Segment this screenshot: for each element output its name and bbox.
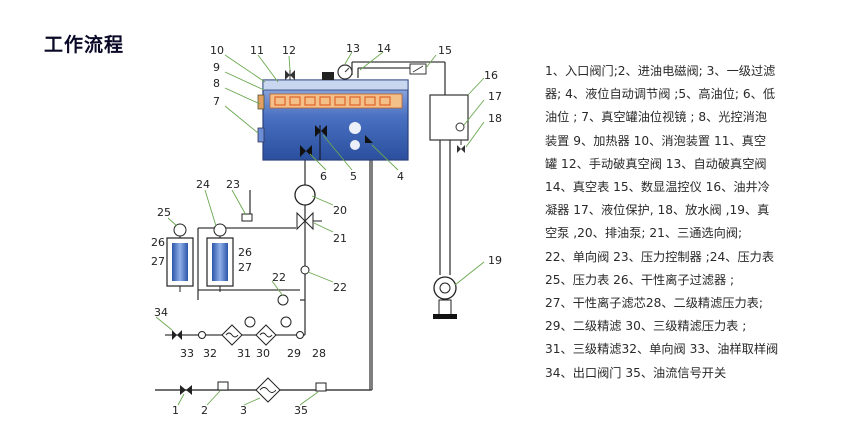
label-28: 28 (312, 347, 326, 360)
legend-line: 29、二级精滤 30、三级精滤压力表 ; (545, 319, 747, 334)
label-6: 6 (320, 170, 327, 183)
page-title: 工作流程 (44, 34, 125, 56)
label-29: 29 (287, 347, 301, 360)
label-35: 35 (294, 404, 308, 417)
label-12: 12 (282, 44, 296, 57)
legend-line: 27、干性离子滤芯28、二级精滤压力表; (545, 296, 763, 311)
label-13: 13 (346, 42, 360, 55)
label-2: 2 (201, 404, 208, 417)
legend-line: 31、三级精滤32、单向阀 33、油样取样阀 (545, 342, 779, 357)
label-32: 32 (203, 347, 217, 360)
component-legend: 1、入口阀门;2、进油电磁阀; 3、一级过滤 器; 4、液位自动调节阀 ;5、高… (545, 60, 805, 385)
condenser (429, 94, 469, 153)
check-valve-icon (198, 331, 206, 339)
sight-glass (257, 94, 265, 110)
label-5: 5 (350, 170, 357, 183)
heater-elements (274, 96, 391, 106)
low-level-valve-icon (300, 145, 312, 157)
inlet-row (180, 377, 327, 403)
label-31: 31 (237, 347, 251, 360)
drain-oil-pump (277, 184, 322, 306)
label-30: 30 (256, 347, 270, 360)
label-10: 10 (210, 44, 224, 57)
legend-line: 14、真空表 15、数显温控仪 16、油井冷 (545, 180, 770, 195)
label-7: 7 (213, 95, 220, 108)
label-22b: 22 (333, 281, 347, 294)
component-number-labels: 10 11 12 13 14 15 9 8 7 16 17 18 6 5 4 2… (151, 42, 502, 417)
label-9: 9 (213, 61, 220, 74)
legend-line: 空泵 ,20、排油泵; 21、三通选向阀; (545, 226, 743, 241)
label-14: 14 (377, 42, 391, 55)
label-17: 17 (488, 90, 502, 103)
label-1: 1 (172, 404, 179, 417)
label-22a: 22 (272, 271, 286, 284)
level-protection-icon (455, 122, 465, 132)
legend-line: 罐 12、手动破真空阀 13、自动破真空阀 (545, 156, 767, 171)
label-26a: 26 (151, 236, 165, 249)
legend-line: 凝器 17、液位保护, 18、放水阀 ,19、真 (545, 203, 770, 218)
fine-filter-row (172, 316, 304, 346)
inlet-valve-icon (180, 385, 192, 395)
label-16: 16 (484, 69, 498, 82)
legend-line: 油位 ; 7、真空罐油位视镜 ; 8、光控消泡 (545, 110, 768, 125)
label-25: 25 (157, 206, 171, 219)
label-21: 21 (333, 232, 347, 245)
tank-top-fittings (285, 63, 427, 80)
high-level-valve-icon (315, 125, 327, 137)
legend-line: 34、出口阀门 35、油流信号开关 (545, 365, 727, 380)
pressure-gauge-icon (244, 316, 256, 328)
label-34: 34 (154, 306, 168, 319)
vacuum-tank (257, 79, 409, 161)
auto-vacuum-break-valve-icon (322, 72, 334, 80)
pressure-controller-icon (241, 213, 253, 222)
label-20: 20 (333, 204, 347, 217)
label-33: 33 (180, 347, 194, 360)
check-valve-icon (277, 294, 289, 306)
label-19: 19 (488, 254, 502, 267)
legend-line: 25、压力表 26、干性离子过滤器 ; (545, 272, 735, 287)
label-27b: 27 (238, 261, 252, 274)
label-23: 23 (226, 178, 240, 191)
label-26b: 26 (238, 246, 252, 259)
label-18: 18 (488, 112, 502, 125)
pressure-gauge-icon (173, 223, 187, 237)
check-valve-icon (300, 265, 310, 275)
pressure-gauge-icon (280, 316, 292, 328)
label-11: 11 (250, 44, 264, 57)
level-regulating-valve-icon (365, 135, 373, 143)
label-27a: 27 (151, 255, 165, 268)
label-3: 3 (240, 404, 247, 417)
sampling-valve-icon (172, 330, 182, 340)
legend-line: 装置 9、加热器 10、消泡装置 11、真空 (545, 133, 767, 148)
legend-line: 器; 4、液位自动调节阀 ;5、高油位; 6、低 (545, 87, 776, 102)
label-8: 8 (213, 77, 220, 90)
label-24: 24 (196, 178, 210, 191)
drain-valve-icon (457, 145, 465, 153)
legend-line: 1、入口阀门;2、进油电磁阀; 3、一级过滤 (545, 64, 776, 78)
solenoid-valve-icon (217, 381, 229, 391)
vacuum-pump (433, 276, 457, 319)
oil-flow-switch-icon (315, 382, 327, 392)
legend-line: 22、单向阀 23、压力控制器 ;24、压力表 (545, 249, 775, 264)
label-4: 4 (397, 170, 404, 183)
leader-lines (155, 51, 485, 406)
dry-ion-filters (166, 213, 253, 292)
label-15: 15 (438, 44, 452, 57)
